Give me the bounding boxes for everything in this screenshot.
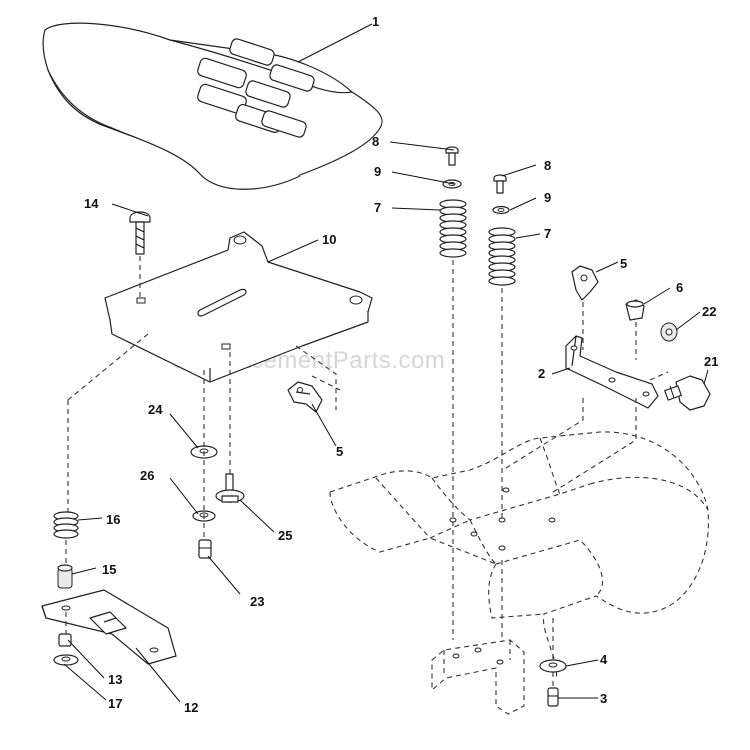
seat-pan [104,231,373,383]
seat-latch-left [287,345,341,413]
callout-9-right: 9 [544,190,551,205]
callout-26: 26 [140,468,154,483]
callout-25: 25 [278,528,292,543]
callout-6: 6 [676,280,683,295]
bolt-25 [215,473,245,503]
callout-9-left: 9 [374,164,381,179]
washer-9-right [492,205,510,215]
callout-5-right: 5 [620,256,627,271]
callout-24: 24 [148,402,163,417]
callout-22: 22 [702,304,716,319]
callout-8-left: 8 [372,134,379,149]
seat [42,22,383,190]
latch-bracket-2 [565,335,669,409]
callout-13: 13 [108,672,122,687]
callout-7-left: 7 [374,200,381,215]
nut-23 [198,539,212,559]
spring-bracket-12 [41,589,177,665]
knob-6 [625,299,645,360]
callout-17: 17 [108,696,122,711]
callout-12: 12 [184,700,198,715]
knob-21 [664,375,711,411]
callout-10: 10 [322,232,336,247]
spring-7-left [439,199,467,258]
callout-16: 16 [106,512,120,527]
callout-21: 21 [704,354,718,369]
callout-14: 14 [84,196,99,211]
callout-5-left: 5 [336,444,343,459]
washer-22 [660,322,678,342]
callout-4: 4 [600,652,608,667]
spring-7-right [488,227,516,286]
bolt-8-right [493,174,507,194]
bolt-3 [547,687,559,707]
spacer-15 [57,564,73,589]
callout-3: 3 [600,691,607,706]
washer-17 [53,654,79,666]
callout-labels: 1 14 10 8 9 7 8 9 7 5 6 22 2 21 5 24 26 … [84,14,718,715]
callout-7-right: 7 [544,226,551,241]
washer-4 [539,659,567,673]
callout-2: 2 [538,366,545,381]
callout-8-right: 8 [544,158,551,173]
seat-latch-right [571,265,599,350]
callout-1: 1 [372,14,379,29]
nut-13 [58,633,72,647]
tractor-frame [329,431,710,715]
callout-23: 23 [250,594,264,609]
leader-lines [63,23,709,703]
spring-16 [53,511,79,539]
callout-15: 15 [102,562,116,577]
